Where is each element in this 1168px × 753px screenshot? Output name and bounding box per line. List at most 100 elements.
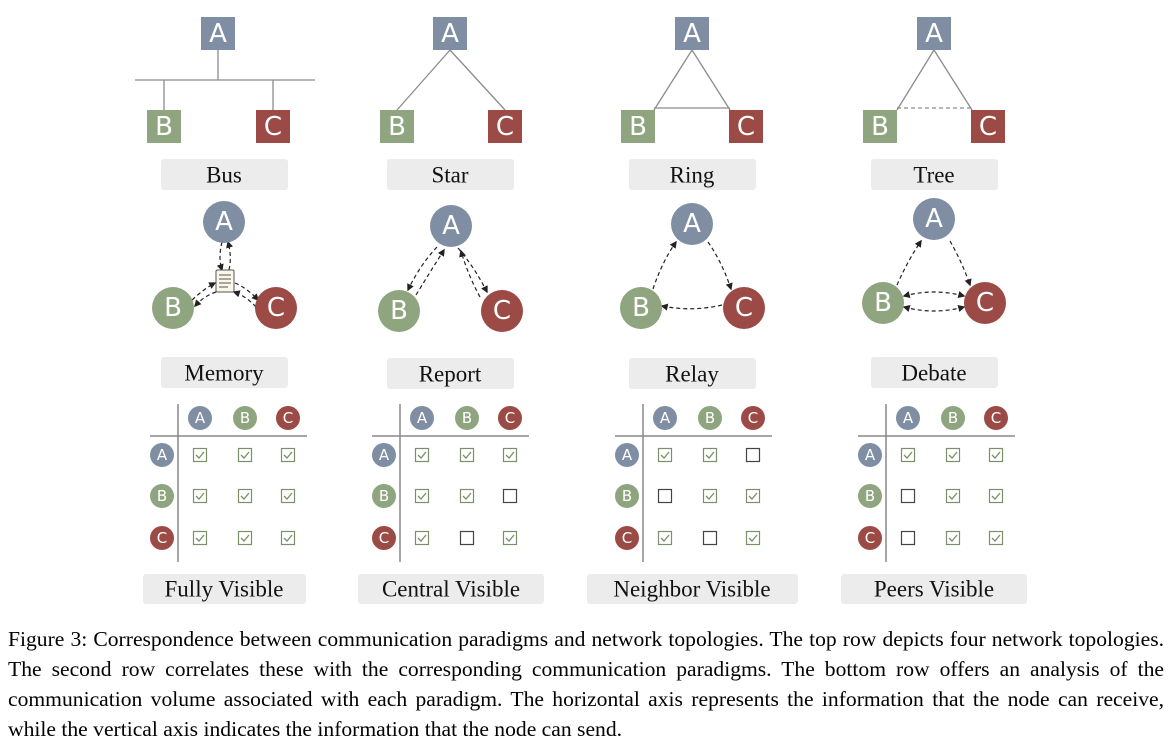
topology-label-bus: Bus	[161, 159, 288, 190]
check-icon	[705, 492, 715, 500]
checkbox-checked	[502, 447, 518, 463]
svg-text:B: B	[705, 409, 715, 427]
svg-text:Tree: Tree	[913, 163, 954, 188]
row-header-a: A	[615, 443, 639, 467]
checkbox-checked	[459, 447, 475, 463]
node-c: C	[723, 287, 765, 329]
checkbox-checked	[988, 530, 1004, 546]
svg-text:A: A	[925, 204, 943, 234]
svg-text:B: B	[622, 487, 632, 505]
node-a: A	[675, 17, 709, 50]
svg-text:A: A	[417, 409, 428, 427]
visibility-label-neighbor: Neighbor Visible	[587, 574, 798, 604]
node-c: C	[256, 110, 290, 143]
svg-text:Ring: Ring	[670, 163, 715, 188]
row-header-b: B	[150, 484, 174, 508]
check-icon	[240, 451, 250, 459]
check-icon	[660, 534, 670, 542]
checkbox-checked	[237, 530, 253, 546]
check-icon	[417, 492, 427, 500]
svg-text:B: B	[874, 288, 892, 318]
check-icon	[195, 451, 205, 459]
svg-text:Central Visible: Central Visible	[382, 577, 520, 602]
row-header-c: C	[150, 526, 174, 550]
column-header-c: C	[498, 406, 522, 430]
node-c: C	[255, 287, 297, 329]
check-icon	[660, 451, 670, 459]
svg-text:C: C	[735, 293, 753, 323]
svg-text:A: A	[379, 446, 390, 464]
checkbox-empty	[502, 488, 518, 504]
column-header-c: C	[984, 406, 1008, 430]
node-a: A	[203, 201, 245, 243]
checkbox-checked	[414, 488, 430, 504]
topology-label-ring: Ring	[629, 159, 756, 190]
paradigm-label-debate: Debate	[871, 357, 998, 388]
check-icon	[748, 492, 758, 500]
topology-ring: A B C	[621, 17, 763, 143]
svg-text:A: A	[683, 209, 701, 239]
svg-text:B: B	[240, 409, 250, 427]
checkbox-checked	[702, 488, 718, 504]
svg-text:B: B	[865, 487, 875, 505]
topology-bus: A B C	[135, 17, 315, 143]
svg-text:B: B	[390, 296, 408, 326]
check-icon	[991, 451, 1001, 459]
svg-text:A: A	[442, 211, 460, 241]
checkbox-checked	[192, 530, 208, 546]
svg-text:Bus: Bus	[206, 163, 242, 188]
node-b: B	[378, 290, 420, 332]
node-a: A	[913, 198, 955, 240]
check-icon	[283, 451, 293, 459]
visibility-label-central: Central Visible	[358, 574, 544, 604]
check-icon	[948, 534, 958, 542]
node-c: C	[971, 110, 1005, 143]
checkbox-checked	[945, 447, 961, 463]
checkbox-checked	[237, 488, 253, 504]
checkbox-empty	[900, 488, 916, 504]
column-header-a: A	[188, 406, 212, 430]
svg-text:A: A	[925, 19, 943, 49]
topology-star: A B C	[380, 17, 522, 143]
svg-text:C: C	[283, 409, 293, 427]
checkbox-empty	[745, 447, 761, 463]
checkbox-checked	[280, 530, 296, 546]
node-c: C	[488, 110, 522, 143]
node-b: B	[862, 282, 904, 324]
paradigm-label-memory: Memory	[161, 357, 288, 388]
svg-text:B: B	[379, 487, 389, 505]
checkbox-checked	[414, 447, 430, 463]
svg-text:B: B	[871, 112, 889, 142]
svg-text:A: A	[683, 19, 701, 49]
check-icon	[283, 492, 293, 500]
node-a: A	[201, 17, 235, 50]
check-icon	[991, 492, 1001, 500]
node-b: B	[621, 110, 655, 143]
checkbox-checked	[459, 488, 475, 504]
check-icon	[948, 492, 958, 500]
column-header-b: B	[233, 406, 257, 430]
check-icon	[505, 534, 515, 542]
check-icon	[462, 492, 472, 500]
row-header-b: B	[615, 484, 639, 508]
svg-text:A: A	[660, 409, 671, 427]
node-b: B	[620, 287, 662, 329]
column-header-a: A	[653, 406, 677, 430]
check-icon	[903, 451, 913, 459]
checkbox-checked	[988, 447, 1004, 463]
checkbox-empty	[657, 488, 673, 504]
topology-label-tree: Tree	[871, 159, 998, 190]
svg-text:B: B	[462, 409, 472, 427]
svg-text:B: B	[629, 112, 647, 142]
svg-text:C: C	[496, 112, 514, 142]
checkbox-checked	[502, 530, 518, 546]
node-b: B	[380, 110, 414, 143]
node-b: B	[147, 110, 181, 143]
row-header-c: C	[372, 526, 396, 550]
checkbox-empty	[459, 530, 475, 546]
checkbox-checked	[280, 488, 296, 504]
svg-text:Star: Star	[431, 163, 468, 188]
